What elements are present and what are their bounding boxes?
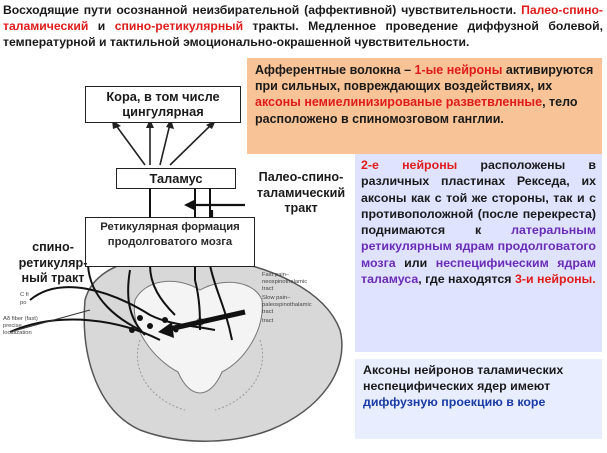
intro-line: Восходящие пути осознанной неизбирательн… <box>3 3 517 17</box>
spino-tract-label: спино-ретикуляр-ный тракт <box>18 240 88 285</box>
localization-label: localization <box>3 330 32 336</box>
thalamic-axons-box: Аксоны нейронов таламических неспецифиче… <box>355 359 602 439</box>
afferent-text-3: , тело расположено в спиномозговом гангл… <box>255 95 578 126</box>
third-neurons-text: 3-и нейроны. <box>514 272 596 287</box>
second-neurons-text: 2-е нейроны <box>361 158 458 172</box>
slow-pain-label: Slow pain– <box>262 295 291 301</box>
and-word: и <box>88 19 115 33</box>
axons-text-1: Аксоны нейронов таламических неспецифиче… <box>363 363 564 393</box>
fast-pain-label: Fast pain– <box>262 272 290 278</box>
intro-text: Восходящие пути осознанной неизбирательн… <box>3 2 603 50</box>
paleospino-label: paleospinothalamic <box>262 302 312 308</box>
second-text-3: , где находятся <box>418 272 515 287</box>
paleo-tract-name: Палео-спино-таламический <box>3 3 603 33</box>
precise-label: precise <box>3 323 22 329</box>
first-neurons-text: 1-ые нейроны <box>414 63 503 77</box>
afferent-fibers-box: Афферентные волокна – 1-ые нейроны актив… <box>247 58 602 154</box>
cortex-label: Кора, в том числе цингулярная <box>85 86 241 123</box>
spinal-cord-section <box>83 254 343 442</box>
axons-text: аксоны немиелинизированые разветвленные <box>255 95 543 110</box>
thalamus-label: Таламус <box>116 168 236 189</box>
second-text-2: или <box>395 255 436 270</box>
po-label: po <box>20 300 27 306</box>
intro-tail: тракты. Медленное проведение диффузной б… <box>3 19 604 49</box>
spino-tract-name: спино-ретикулярный <box>114 19 244 33</box>
diffuse-projection-text: диффузную проекцию в коре <box>363 395 546 409</box>
tract-label-1: tract <box>262 286 274 292</box>
afferent-text-1: Афферентные волокна – <box>255 63 415 77</box>
reticular-formation-label: Ретикулярная формация продолговатого моз… <box>85 217 255 267</box>
tract-label-3: tract <box>262 318 274 324</box>
c-fiber-label: C fi <box>20 292 29 298</box>
neospino-label: neospinothalamic <box>262 279 308 285</box>
cortex-arrows <box>114 123 213 166</box>
lateral-reticular-text: латеральным ретикулярным ядрам продолгов… <box>361 223 596 270</box>
nonspecific-nuclei-text: неспецифическим ядрам таламуса <box>361 255 596 287</box>
afferent-text-2: активируются при сильных, повреждающих в… <box>255 63 594 94</box>
ab-fiber-label: Aδ fiber (fast) <box>3 316 38 322</box>
paleo-tract-label: Палео-спино-таламический тракт <box>256 170 346 215</box>
second-neurons-box: 2-е нейроны расположены в различных плас… <box>355 154 602 352</box>
second-text-1: расположены в различных пластинах Рексед… <box>361 158 596 238</box>
tract-label-2: tract <box>262 309 274 315</box>
